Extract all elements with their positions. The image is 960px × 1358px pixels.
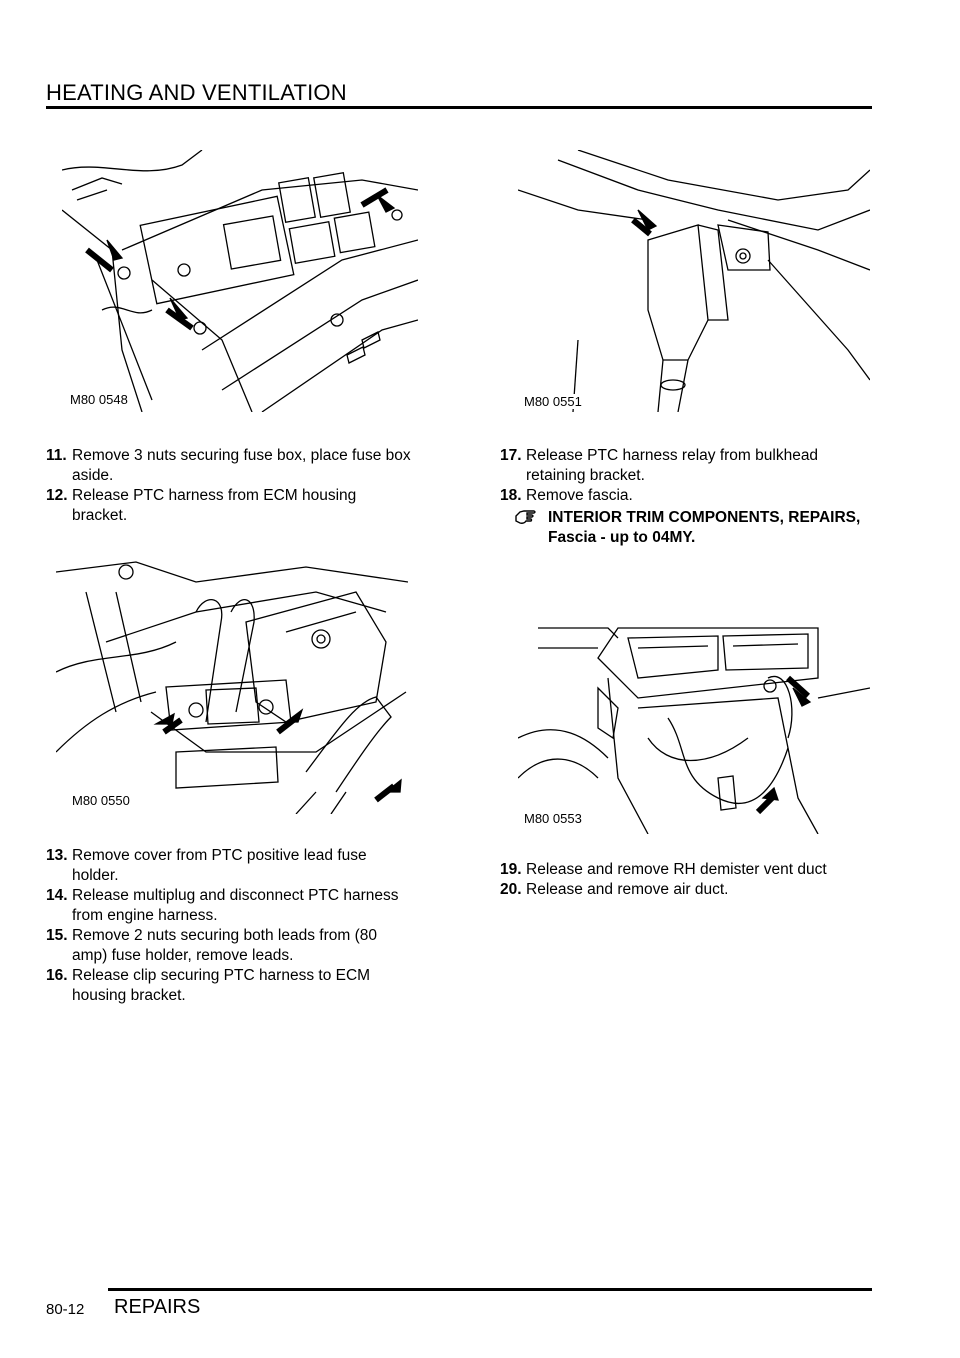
step-text: Remove cover from PTC positive lead fuse…: [72, 847, 367, 884]
page-number: 80-12: [46, 1301, 85, 1318]
steps-list-left-bottom: 13. Remove cover from PTC positive lead …: [46, 846, 412, 1006]
step-text: Release and remove air duct.: [526, 881, 729, 898]
step-text: Release and remove RH demister vent duct: [526, 861, 827, 878]
steps-list-right-bottom: 19. Release and remove RH demister vent …: [500, 860, 866, 900]
pointing-hand-icon: [500, 508, 548, 526]
step-text: Release clip securing PTC harness to ECM…: [72, 967, 371, 1004]
steps-list-left-top: 11. Remove 3 nuts securing fuse box, pla…: [46, 446, 412, 526]
footer-rule: [108, 1288, 872, 1291]
step-number: 18.: [500, 487, 522, 504]
step-15: 15. Remove 2 nuts securing both leads fr…: [46, 926, 412, 966]
figure-label: M80 0550: [70, 793, 132, 808]
section-name: REPAIRS: [114, 1296, 201, 1318]
step-18: 18. Remove fascia.: [500, 486, 866, 506]
figure-relay-bracket: M80 0551: [518, 150, 870, 412]
steps-list-right-top: 17. Release PTC harness relay from bulkh…: [500, 446, 866, 548]
step-number: 16.: [46, 967, 68, 984]
cross-reference-text: INTERIOR TRIM COMPONENTS, REPAIRS, Fasci…: [548, 509, 861, 546]
step-number: 15.: [46, 927, 68, 944]
step-text: Release PTC harness from ECM housing bra…: [72, 487, 357, 524]
figure-label: M80 0548: [68, 392, 130, 407]
step-20: 20. Release and remove air duct.: [500, 880, 866, 900]
step-13: 13. Remove cover from PTC positive lead …: [46, 846, 412, 886]
step-number: 20.: [500, 881, 522, 898]
step-11: 11. Remove 3 nuts securing fuse box, pla…: [46, 446, 412, 486]
step-17: 17. Release PTC harness relay from bulkh…: [500, 446, 866, 486]
step-14: 14. Release multiplug and disconnect PTC…: [46, 886, 412, 926]
figure-vent-ducts: M80 0553: [518, 598, 870, 834]
cross-reference[interactable]: INTERIOR TRIM COMPONENTS, REPAIRS, Fasci…: [500, 508, 866, 548]
step-19: 19. Release and remove RH demister vent …: [500, 860, 866, 880]
header-rule: [46, 106, 872, 109]
step-number: 17.: [500, 447, 522, 464]
step-text: Release PTC harness relay from bulkhead …: [526, 447, 819, 484]
figure-label: M80 0551: [522, 394, 584, 409]
step-text: Release multiplug and disconnect PTC har…: [72, 887, 399, 924]
step-number: 19.: [500, 861, 522, 878]
step-number: 13.: [46, 847, 68, 864]
step-number: 11.: [46, 447, 67, 464]
figure-label: M80 0553: [522, 811, 584, 826]
step-text: Remove 2 nuts securing both leads from (…: [72, 927, 377, 964]
page-title: HEATING AND VENTILATION: [46, 80, 347, 105]
step-12: 12. Release PTC harness from ECM housing…: [46, 486, 412, 526]
step-text: Remove fascia.: [526, 487, 633, 504]
step-text: Remove 3 nuts securing fuse box, place f…: [72, 447, 411, 484]
figure-fuse-box: M80 0548: [62, 150, 418, 412]
step-number: 12.: [46, 487, 68, 504]
figure-fuse-holder: M80 0550: [56, 552, 408, 814]
step-number: 14.: [46, 887, 68, 904]
step-16: 16. Release clip securing PTC harness to…: [46, 966, 412, 1006]
